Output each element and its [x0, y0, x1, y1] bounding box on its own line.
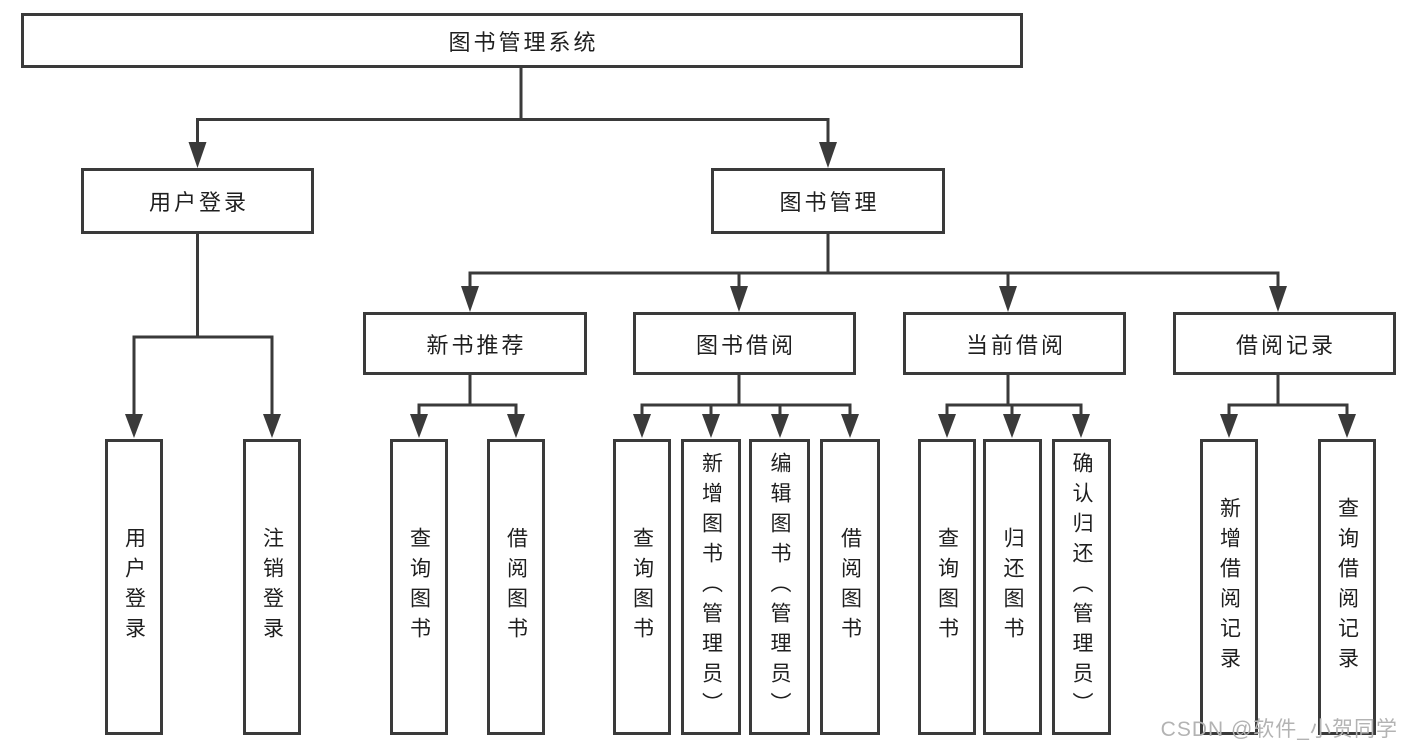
leaf-borrow-books-2-label: 借阅图书 — [838, 527, 862, 647]
leaf-query-books-2-label: 查询图书 — [630, 527, 654, 647]
leaf-add-borrow-record-label: 新增借阅记录 — [1217, 497, 1241, 677]
leaf-user-login-label: 用户登录 — [122, 527, 146, 647]
leaf-confirm-return-admin: 确认归还（管理员） — [1052, 439, 1111, 735]
leaf-user-login: 用户登录 — [105, 439, 163, 735]
node-user-login: 用户登录 — [81, 168, 314, 234]
node-root-label: 图书管理系统 — [448, 29, 599, 55]
leaf-logout: 注销登录 — [243, 439, 301, 735]
leaf-logout-label: 注销登录 — [260, 527, 284, 647]
node-book-management: 图书管理 — [711, 168, 945, 234]
leaf-query-books-2: 查询图书 — [613, 439, 671, 735]
node-current-borrow: 当前借阅 — [903, 312, 1126, 375]
node-user-login-label: 用户登录 — [148, 190, 249, 215]
node-borrow-records: 借阅记录 — [1173, 312, 1396, 375]
node-book-borrow: 图书借阅 — [633, 312, 856, 375]
leaf-return-books-label: 归还图书 — [1001, 527, 1024, 647]
leaf-return-books: 归还图书 — [983, 439, 1042, 735]
leaf-add-books-admin-label: 新增图书（管理员） — [699, 452, 723, 722]
leaf-borrow-books-2: 借阅图书 — [820, 439, 880, 735]
leaf-confirm-return-admin-label: 确认归还（管理员） — [1070, 452, 1093, 722]
leaf-add-borrow-record: 新增借阅记录 — [1200, 439, 1258, 735]
arrowheads — [125, 142, 1356, 438]
node-new-book-recommend-label: 新书推荐 — [426, 332, 527, 358]
node-book-borrow-label: 图书借阅 — [695, 332, 796, 358]
leaf-borrow-books-1-label: 借阅图书 — [504, 527, 528, 647]
node-borrow-records-label: 借阅记录 — [1235, 332, 1336, 358]
node-new-book-recommend: 新书推荐 — [363, 312, 587, 375]
node-book-management-label: 图书管理 — [779, 190, 880, 215]
leaf-query-books-1: 查询图书 — [390, 439, 448, 735]
leaf-borrow-books-1: 借阅图书 — [487, 439, 545, 735]
csdn-watermark: CSDN @软件_小贺同学 — [1160, 718, 1398, 741]
node-current-borrow-label: 当前借阅 — [965, 332, 1066, 358]
leaf-edit-books-admin: 编辑图书（管理员） — [749, 439, 810, 735]
leaf-query-books-3: 查询图书 — [918, 439, 976, 735]
leaf-query-borrow-record-label: 查询借阅记录 — [1335, 497, 1359, 677]
node-root: 图书管理系统 — [21, 13, 1023, 68]
leaf-query-books-3-label: 查询图书 — [935, 527, 959, 647]
leaf-query-borrow-record: 查询借阅记录 — [1318, 439, 1376, 735]
leaf-query-books-1-label: 查询图书 — [407, 527, 431, 647]
leaf-edit-books-admin-label: 编辑图书（管理员） — [768, 452, 791, 722]
leaf-add-books-admin: 新增图书（管理员） — [681, 439, 741, 735]
